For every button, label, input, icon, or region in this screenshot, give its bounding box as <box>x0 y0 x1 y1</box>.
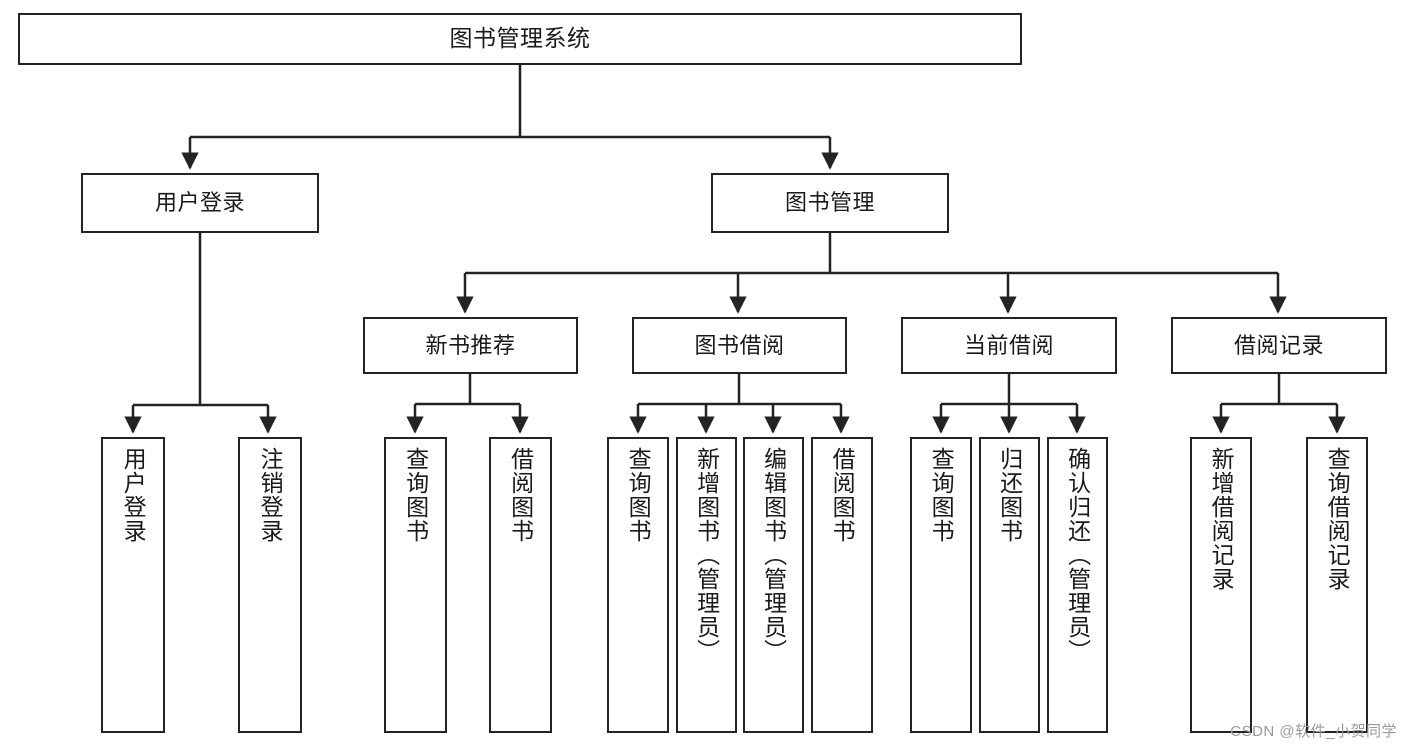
node-leaf-confirm-return-label: 确认归还（管理员） <box>1064 447 1091 663</box>
node-leaf-return-book-label: 归还图书 <box>996 447 1023 543</box>
node-leaf-borrow-book-1[interactable]: 借阅图书 <box>489 437 552 733</box>
node-new-book-rec[interactable]: 新书推荐 <box>363 317 578 374</box>
node-leaf-borrow-book-2[interactable]: 借阅图书 <box>811 437 873 733</box>
watermark-text: CSDN @软件_小贺同学 <box>1230 723 1397 740</box>
node-leaf-borrow-book-2-label: 借阅图书 <box>829 447 856 543</box>
node-leaf-query-record[interactable]: 查询借阅记录 <box>1306 437 1368 733</box>
node-borrow-record[interactable]: 借阅记录 <box>1171 317 1387 374</box>
node-root[interactable]: 图书管理系统 <box>18 13 1022 65</box>
node-new-book-rec-label: 新书推荐 <box>425 332 516 358</box>
node-book-borrow[interactable]: 图书借阅 <box>632 317 847 374</box>
node-leaf-query-book-3[interactable]: 查询图书 <box>910 437 972 733</box>
node-current-borrow-label: 当前借阅 <box>963 332 1054 358</box>
node-book-manage-label: 图书管理 <box>784 190 875 216</box>
node-leaf-query-book-2-label: 查询图书 <box>625 447 652 543</box>
node-leaf-add-record[interactable]: 新增借阅记录 <box>1190 437 1252 733</box>
node-leaf-user-logout-label: 注销登录 <box>257 447 284 543</box>
node-leaf-add-record-label: 新增借阅记录 <box>1208 447 1235 591</box>
node-leaf-borrow-book-1-label: 借阅图书 <box>507 447 534 543</box>
node-borrow-record-label: 借阅记录 <box>1233 332 1324 358</box>
node-leaf-query-record-label: 查询借阅记录 <box>1324 447 1351 591</box>
node-leaf-confirm-return[interactable]: 确认归还（管理员） <box>1047 437 1108 733</box>
node-leaf-user-logout[interactable]: 注销登录 <box>238 437 302 733</box>
node-book-borrow-label: 图书借阅 <box>694 332 785 358</box>
node-leaf-edit-book-label: 编辑图书（管理员） <box>760 447 787 663</box>
node-leaf-return-book[interactable]: 归还图书 <box>979 437 1040 733</box>
node-leaf-user-login-label: 用户登录 <box>120 447 147 543</box>
node-user-login-label: 用户登录 <box>154 190 245 216</box>
node-leaf-query-book-1[interactable]: 查询图书 <box>384 437 447 733</box>
node-root-label: 图书管理系统 <box>449 25 591 52</box>
node-leaf-query-book-3-label: 查询图书 <box>928 447 955 543</box>
node-leaf-query-book-1-label: 查询图书 <box>402 447 429 543</box>
node-leaf-add-book-label: 新增图书（管理员） <box>693 447 720 663</box>
node-current-borrow[interactable]: 当前借阅 <box>901 317 1117 374</box>
node-leaf-edit-book[interactable]: 编辑图书（管理员） <box>743 437 804 733</box>
node-leaf-query-book-2[interactable]: 查询图书 <box>607 437 669 733</box>
node-leaf-add-book[interactable]: 新增图书（管理员） <box>676 437 737 733</box>
node-user-login[interactable]: 用户登录 <box>81 173 319 233</box>
node-leaf-user-login[interactable]: 用户登录 <box>101 437 165 733</box>
node-book-manage[interactable]: 图书管理 <box>711 173 949 233</box>
